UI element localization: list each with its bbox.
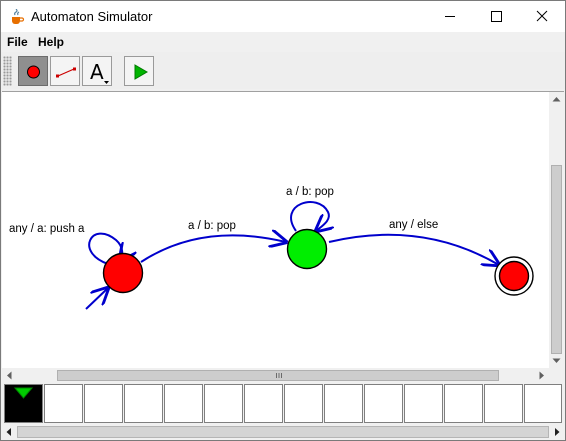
state-tool-icon: [27, 65, 40, 79]
scroll-down-icon[interactable]: [549, 353, 564, 368]
tape-cell-head[interactable]: [4, 384, 43, 423]
tape-scroll-thumb[interactable]: [17, 426, 549, 438]
tape-cell[interactable]: [404, 384, 443, 423]
scroll-grip-icon: [276, 373, 282, 378]
menu-help[interactable]: Help: [38, 35, 65, 49]
tape-cell[interactable]: [204, 384, 243, 423]
state-s1[interactable]: [286, 228, 328, 270]
tape-cell[interactable]: [124, 384, 163, 423]
scroll-up-icon[interactable]: [549, 92, 564, 107]
tape-scroll-right-icon[interactable]: [550, 425, 564, 439]
window-title: Automaton Simulator: [31, 9, 153, 24]
toolbar: A: [1, 52, 565, 89]
transition-label-s1-s1: a / b: pop: [286, 186, 334, 198]
transition-label-s0-s1: a / b: pop: [188, 220, 236, 232]
maximize-icon: [491, 11, 502, 22]
play-icon: [134, 64, 148, 80]
vertical-scroll-thumb[interactable]: [551, 165, 562, 354]
minimize-icon: [445, 16, 455, 17]
horizontal-scroll-thumb[interactable]: [57, 370, 499, 381]
tape-cell[interactable]: [364, 384, 403, 423]
state-s0[interactable]: [102, 252, 144, 294]
text-tool-button[interactable]: A: [82, 56, 112, 86]
transition-s1-s2[interactable]: [328, 233, 499, 265]
toolbar-grip[interactable]: [3, 56, 12, 86]
tape-cell[interactable]: [484, 384, 523, 423]
menu-bar: File Help: [1, 32, 565, 52]
scroll-right-icon[interactable]: [534, 368, 549, 383]
text-tool-icon: A: [90, 60, 109, 84]
vertical-scrollbar[interactable]: [549, 92, 564, 368]
tape-cell[interactable]: [324, 384, 363, 423]
automaton-canvas-pane: any / a: push a a / b: pop a / b: pop an…: [2, 91, 564, 383]
tape-cell[interactable]: [244, 384, 283, 423]
transition-label-s1-s2: any / else: [389, 219, 438, 231]
transition-s0-s1[interactable]: [140, 235, 286, 263]
tape-cell[interactable]: [84, 384, 123, 423]
menu-file[interactable]: File: [7, 35, 28, 49]
run-button[interactable]: [124, 56, 154, 86]
initial-state-arrow: [85, 288, 108, 310]
tape-scroll-left-icon[interactable]: [2, 425, 16, 439]
tape-head-icon: [13, 387, 34, 399]
tape: [2, 383, 564, 425]
state-s2[interactable]: [498, 260, 530, 292]
java-cup-icon: [12, 9, 25, 24]
transition-tool-button[interactable]: [50, 56, 80, 86]
tape-cell[interactable]: [524, 384, 562, 423]
minimize-button[interactable]: [427, 1, 473, 32]
tape-cell[interactable]: [444, 384, 483, 423]
horizontal-scrollbar[interactable]: [2, 368, 549, 383]
state-tool-button[interactable]: [18, 56, 48, 86]
close-icon: [536, 10, 548, 22]
automaton-canvas[interactable]: any / a: push a a / b: pop a / b: pop an…: [2, 92, 549, 368]
transition-label-s0-s0: any / a: push a: [9, 223, 85, 235]
close-button[interactable]: [519, 1, 565, 32]
tape-cell[interactable]: [44, 384, 83, 423]
svg-text:A: A: [90, 60, 104, 84]
maximize-button[interactable]: [473, 1, 519, 32]
tape-cell[interactable]: [284, 384, 323, 423]
scroll-left-icon[interactable]: [2, 368, 17, 383]
tape-cell[interactable]: [164, 384, 203, 423]
transition-tool-icon: [56, 67, 76, 78]
title-bar[interactable]: Automaton Simulator: [1, 1, 565, 32]
tape-scrollbar[interactable]: [2, 425, 564, 439]
scroll-corner: [549, 368, 564, 383]
transition-s1-s1[interactable]: [290, 201, 329, 231]
